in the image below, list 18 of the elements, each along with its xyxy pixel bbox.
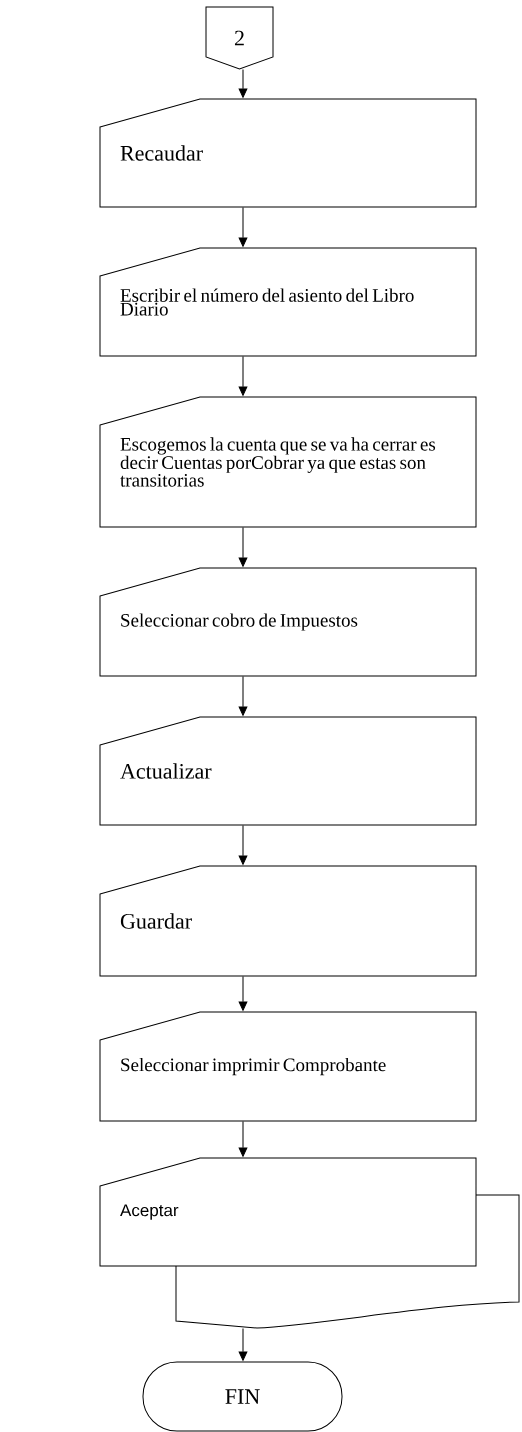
manual-input-box: Seleccionar cobro de Impuestos [99,567,477,677]
arrow [238,825,248,865]
manual-input-box: Escogemos la cuenta que se va ha cerrar es decir Cuentas porCobrar ya que estas son transitorias [99,396,477,528]
arrow [238,207,248,247]
manual-input-box: Guardar [99,865,477,977]
arrow [238,1121,248,1157]
manual-input-box: Aceptar [99,1157,477,1267]
arrow [238,1328,248,1361]
manual-input-box: Recaudar [99,98,477,208]
arrow [238,69,248,98]
manual-input-box: Actualizar [99,716,477,826]
manual-input-box: Seleccionar imprimir Comprobante [99,1011,477,1122]
manual-input-box: Escribir el número del asiento del Libro Diario [99,247,477,357]
offpage-connector: 2 [205,6,274,70]
arrow [238,356,248,396]
arrow [238,676,248,716]
arrow [238,976,248,1011]
arrow [238,527,248,567]
